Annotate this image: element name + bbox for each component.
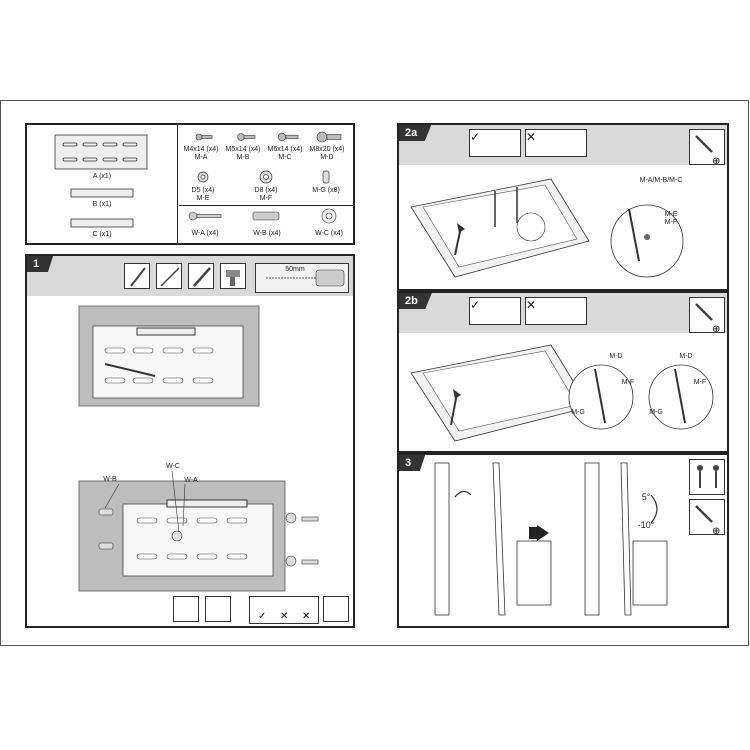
drill-icon [323, 596, 349, 622]
step-3-panel: 3 ⊕ 5° -10° [397, 453, 729, 628]
svg-text:✓: ✓ [258, 611, 266, 622]
hammer-anchor-icon [205, 596, 231, 622]
wall-wb-label: W-B (x4) [253, 230, 281, 237]
screw-mb-size: M5x14 (x4) [225, 146, 261, 153]
step-2a-me-label: M-E [664, 211, 678, 218]
wall-hardware-row: W-A (x4) W-B (x4) W-C (x4) [179, 205, 353, 244]
svg-text:✕: ✕ [280, 611, 288, 622]
washer-d8-size: D8 (x4) [254, 187, 278, 194]
wall-wa-label: W-A (x4) [191, 230, 219, 237]
pencil-mark-icon [173, 596, 199, 622]
step-2b-panel: 2b ✓ ✕ ⊕ M-D M-F M-G M-D M-F M-G [397, 291, 729, 453]
step-2b-right-md: M-D [679, 353, 693, 360]
step-3-tag: 3 [399, 455, 426, 471]
svg-text:⊕: ⊕ [712, 324, 720, 335]
svg-text:⊕: ⊕ [712, 526, 720, 537]
screw-mc-size: M6x14 (x4) [267, 146, 303, 153]
pencil-icon [124, 263, 150, 289]
washers-drawing [197, 170, 330, 184]
rail-c-label: C (x1) [92, 231, 112, 238]
drill-bit-icon [156, 263, 182, 289]
washers-row: D5 (x4) M-E D8 (x4) M-F M-G (x8) [179, 167, 353, 205]
step-2a-zoom-label: M-A/M-B/M-C [639, 177, 683, 184]
step-2a-check-correct: ✓ [469, 129, 521, 157]
washer-d5-size: D5 (x4) [191, 187, 215, 194]
step-1-illustration [78, 305, 319, 592]
step-2b-left-mg: M-G [571, 409, 585, 416]
screwdriver-icon: ⊕ [689, 129, 725, 167]
screwdriver-icon: ⊕ [689, 297, 725, 335]
washer-d8-code: M-F [259, 195, 273, 202]
step-2a-check-wrong: ✕ [525, 129, 587, 157]
washer-d5-code: M-E [196, 195, 210, 202]
step-2b-left-md: M-D [609, 353, 623, 360]
screw-md-code: M-D [320, 154, 334, 161]
screw-md-size: M8x20 (x4) [309, 146, 345, 153]
step-2b-left-mf: M-F [621, 379, 635, 386]
step-2a-panel: 2a ✓ ✕ ⊕ M-A/M-B/M-C M-E M-F [397, 123, 729, 291]
callout-wb: W-B [103, 476, 117, 483]
callout-wa: W-A [184, 477, 198, 484]
step-1-tag: 1 [27, 256, 54, 272]
step-1-panel: 1 50mm [25, 254, 355, 628]
step-2b-tag: 2b [399, 293, 432, 309]
screws-drawing [195, 131, 342, 143]
step-2a-illustration [410, 178, 684, 278]
svg-text:✕: ✕ [302, 611, 310, 622]
rail-a-drawing [54, 134, 148, 228]
two-person-lift-icon [689, 459, 725, 495]
screwdriver-icon [188, 263, 214, 289]
rail-column: A (x1) B (x1) C (x1) [27, 125, 178, 243]
drill-depth-diagram: 50mm [255, 263, 349, 293]
wall-hardware-drawing [188, 208, 337, 224]
screw-mc-code: M-C [278, 154, 292, 161]
drill-depth-label: 50mm [285, 266, 305, 273]
step-2a-tag: 2a [399, 125, 432, 141]
instruction-sheet: A (x1) B (x1) C (x1) M4x14 (x4) M-A M5x1… [0, 100, 749, 646]
step-2a-mf-label: M-F [664, 219, 678, 226]
parts-panel: A (x1) B (x1) C (x1) M4x14 (x4) M-A M5x1… [25, 123, 355, 245]
spacer-mg-label: M-G (x8) [312, 187, 340, 194]
screw-mb-code: M-B [236, 154, 250, 161]
step-2b-check-wrong: ✕ [525, 297, 587, 325]
screws-row: M4x14 (x4) M-A M5x14 (x4) M-B M6x14 (x4)… [179, 125, 353, 167]
tilt-down-label: -10° [637, 520, 655, 530]
step-2b-right-mf: M-F [693, 379, 707, 386]
screw-ma-code: M-A [194, 154, 208, 161]
wall-block-bottom [78, 470, 319, 592]
rail-b-label: B (x1) [92, 201, 112, 208]
screw-ma-size: M4x14 (x4) [183, 146, 219, 153]
screwdriver-icon: ⊕ [689, 499, 725, 537]
power-drill-icon [220, 263, 246, 289]
step-3-illustration [434, 462, 668, 616]
rail-a-label: A (x1) [92, 173, 112, 180]
svg-text:⊕: ⊕ [712, 156, 720, 167]
hardware-column: M4x14 (x4) M-A M5x14 (x4) M-B M6x14 (x4)… [179, 125, 353, 243]
screw-check-icons: ✓ ✕ ✕ [249, 596, 319, 624]
step-2b-right-mg: M-G [649, 409, 663, 416]
wall-block-top [78, 305, 260, 407]
callout-wc: W-C [166, 463, 180, 470]
tilt-up-label: 5° [641, 492, 651, 502]
step-2b-illustration [410, 344, 714, 442]
wall-wc-label: W-C (x4) [315, 230, 343, 237]
step-2b-check-correct: ✓ [469, 297, 521, 325]
